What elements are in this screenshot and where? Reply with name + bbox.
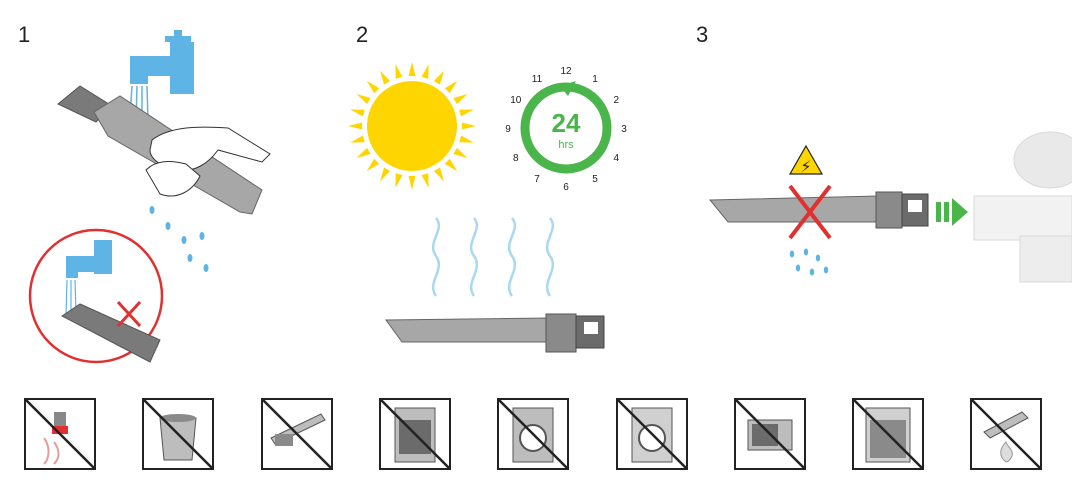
no-oven-icon (379, 398, 451, 470)
sun-ray (356, 147, 371, 158)
sun-ray (444, 80, 458, 94)
step-number-3: 3 (696, 22, 709, 47)
vacuum-machine (973, 131, 1072, 283)
clock-hour-label: 5 (592, 174, 598, 185)
clock-hour-label: 2 (613, 95, 619, 106)
step-number-2: 2 (356, 22, 369, 47)
clock-hour-label: 1 (592, 74, 598, 85)
sun-ray (366, 80, 380, 94)
clock-hour-label: 7 (534, 174, 540, 185)
green-arrow-icon (936, 198, 968, 226)
sun-ray (433, 167, 444, 182)
no-dishwasher-icon (852, 398, 924, 470)
sun-ray (444, 158, 458, 172)
warning-triangle-icon: ⚡ (788, 144, 824, 176)
sun-ray (421, 64, 429, 79)
clock-hour-label: 12 (560, 66, 572, 77)
clock-hour-label: 10 (510, 95, 522, 106)
sun-ray (453, 94, 468, 105)
water-drops-step3 (789, 248, 829, 276)
wet-tool (708, 191, 929, 229)
sun-ray (366, 158, 380, 172)
clock-hour-label: 9 (505, 124, 511, 135)
sun-ray (350, 135, 365, 143)
no-hot-water-tap-icon (24, 398, 96, 470)
hand-icon (145, 126, 271, 197)
sun-ray (453, 147, 468, 158)
no-bucket-soaking-icon (142, 398, 214, 470)
sun-ray (350, 109, 365, 117)
step-number-1: 1 (18, 22, 31, 47)
sun-ray (421, 173, 429, 188)
prohibit-cross (788, 184, 832, 240)
drying-tool (385, 313, 605, 353)
clock-unit: hrs (558, 139, 574, 151)
sun-ray (459, 135, 474, 143)
heat-waves (431, 217, 555, 297)
sun-ray (348, 122, 363, 130)
no-microwave-icon (734, 398, 806, 470)
sun-ray (356, 94, 371, 105)
sun-icon (348, 62, 476, 190)
sun-ray (408, 175, 416, 190)
sun-ray (380, 167, 391, 182)
prohibited-tap-inset (28, 228, 164, 364)
no-tumble-dryer-icon (616, 398, 688, 470)
no-open-flame-icon (970, 398, 1042, 470)
clock-value: 24 (552, 108, 581, 138)
sun-ray (380, 70, 391, 85)
sun-ray (461, 122, 476, 130)
sun-ray (459, 109, 474, 117)
clock-hour-label: 3 (621, 124, 627, 135)
clock-hour-label: 4 (613, 153, 619, 164)
clock-hour-label: 8 (513, 153, 519, 164)
no-washing-machine-icon (497, 398, 569, 470)
tap-icon (130, 30, 194, 94)
no-brush-scrubbing-icon (261, 398, 333, 470)
water-drops (149, 206, 209, 272)
sun-ray (408, 62, 416, 77)
sun-ray (395, 173, 403, 188)
svg-text:⚡: ⚡ (800, 157, 811, 176)
clock-hour-label: 11 (532, 74, 543, 85)
clock-hour-label: 6 (563, 182, 569, 193)
sun-ray (395, 64, 403, 79)
sun-ray (433, 70, 444, 85)
